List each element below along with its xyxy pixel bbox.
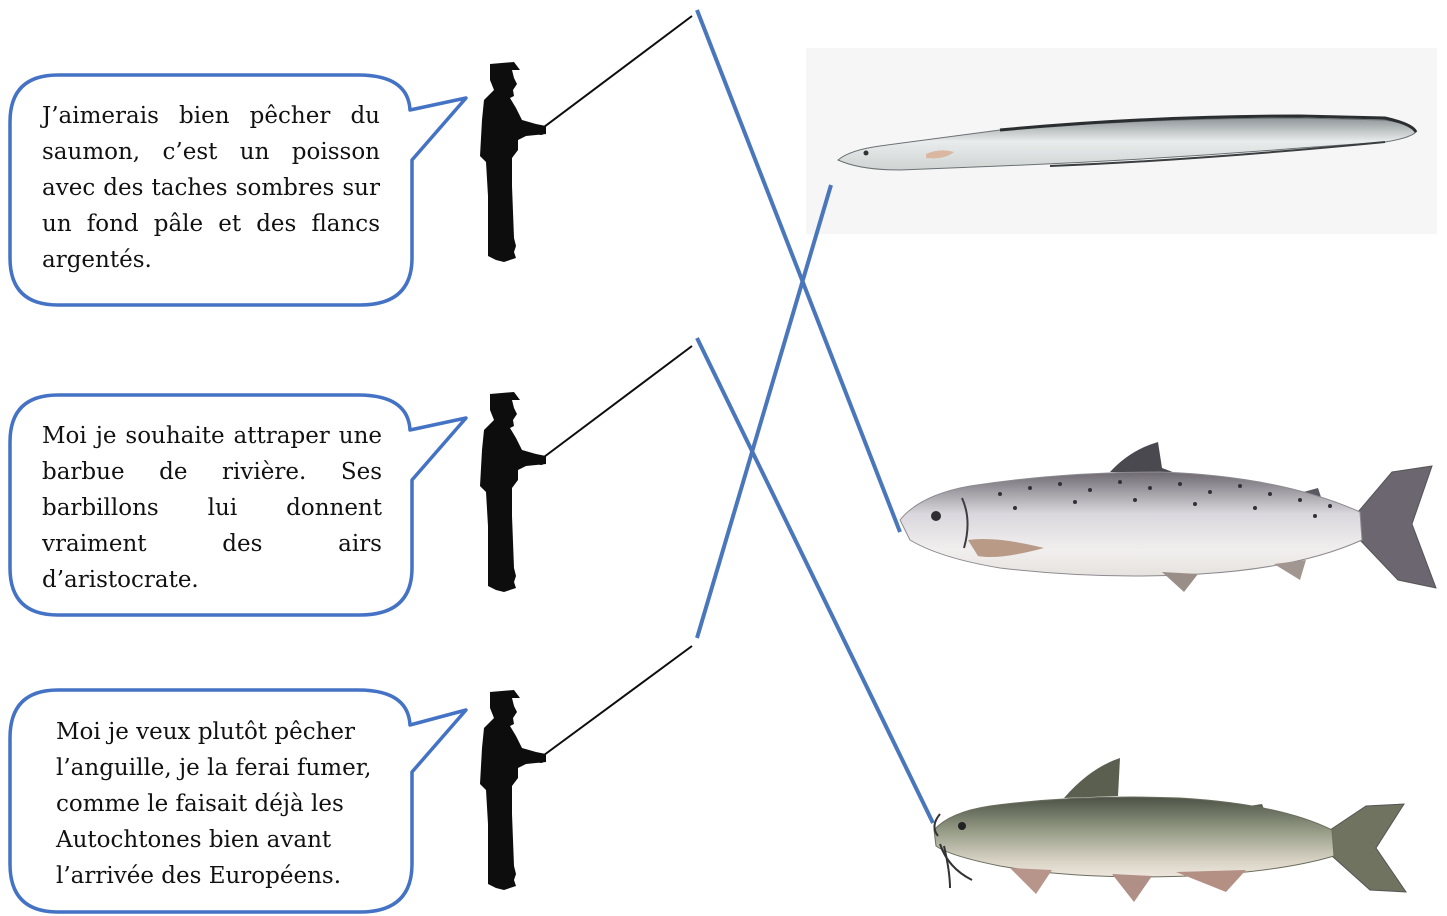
speech-bubble-1 [8, 73, 468, 307]
bubble-text-eel: Moi je veux plutôt pêcher l’anguille, je… [56, 719, 372, 889]
catfish-image [933, 758, 1407, 902]
fisherman-3-icon [480, 645, 693, 890]
match-line-eel [695, 184, 833, 639]
fisherman-2-icon [480, 345, 693, 592]
speech-bubble-2 [8, 393, 468, 617]
match-line-catfish [695, 337, 935, 824]
match-line-salmon [695, 9, 902, 533]
fisherman-1-icon [480, 15, 693, 262]
bubble-text-salmon: J’aimerais bien pêcher du saumon, c’est … [42, 103, 380, 273]
salmon-image [899, 442, 1437, 592]
speech-bubble-3 [8, 688, 468, 914]
eel-image [806, 48, 1437, 234]
bubble-text-catfish: Moi je souhaite attraper une barbue de r… [42, 423, 382, 593]
